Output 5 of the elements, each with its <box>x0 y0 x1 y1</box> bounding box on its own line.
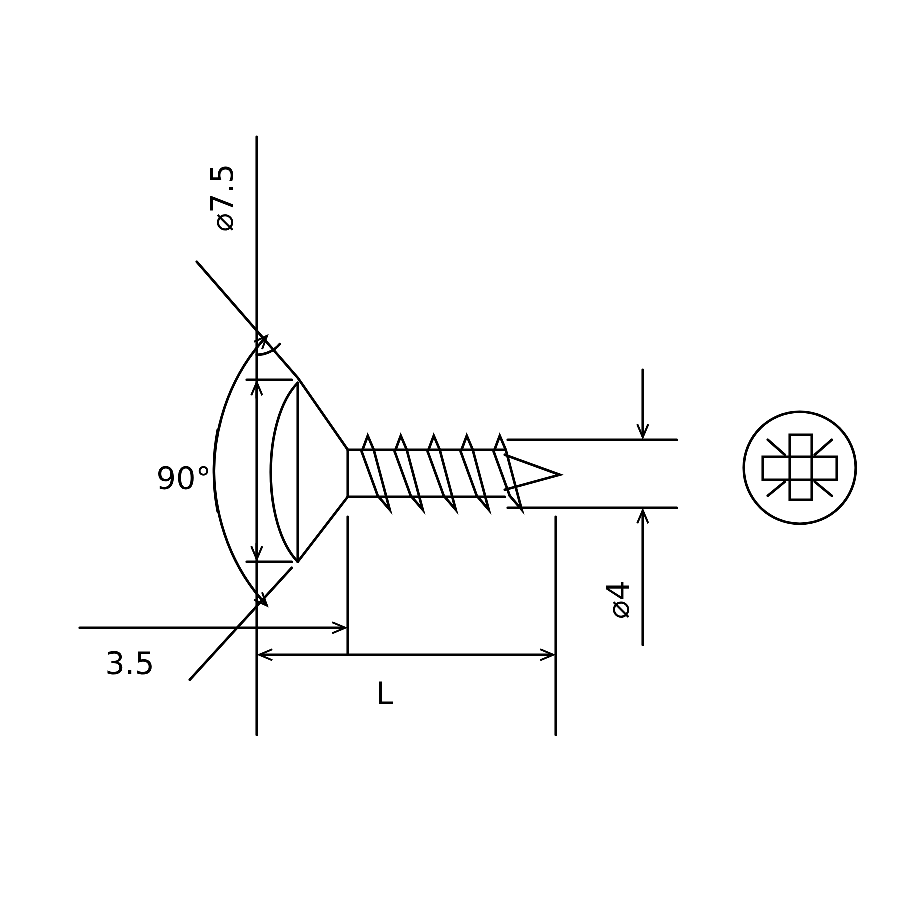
dimension-label: ⌀4 <box>606 582 630 618</box>
dimension-label: L <box>379 682 394 704</box>
dimension-label: ⌀7.5 <box>210 166 234 231</box>
dimension-label: 3.5 <box>108 651 152 675</box>
dimension-label: 90° <box>158 466 208 490</box>
